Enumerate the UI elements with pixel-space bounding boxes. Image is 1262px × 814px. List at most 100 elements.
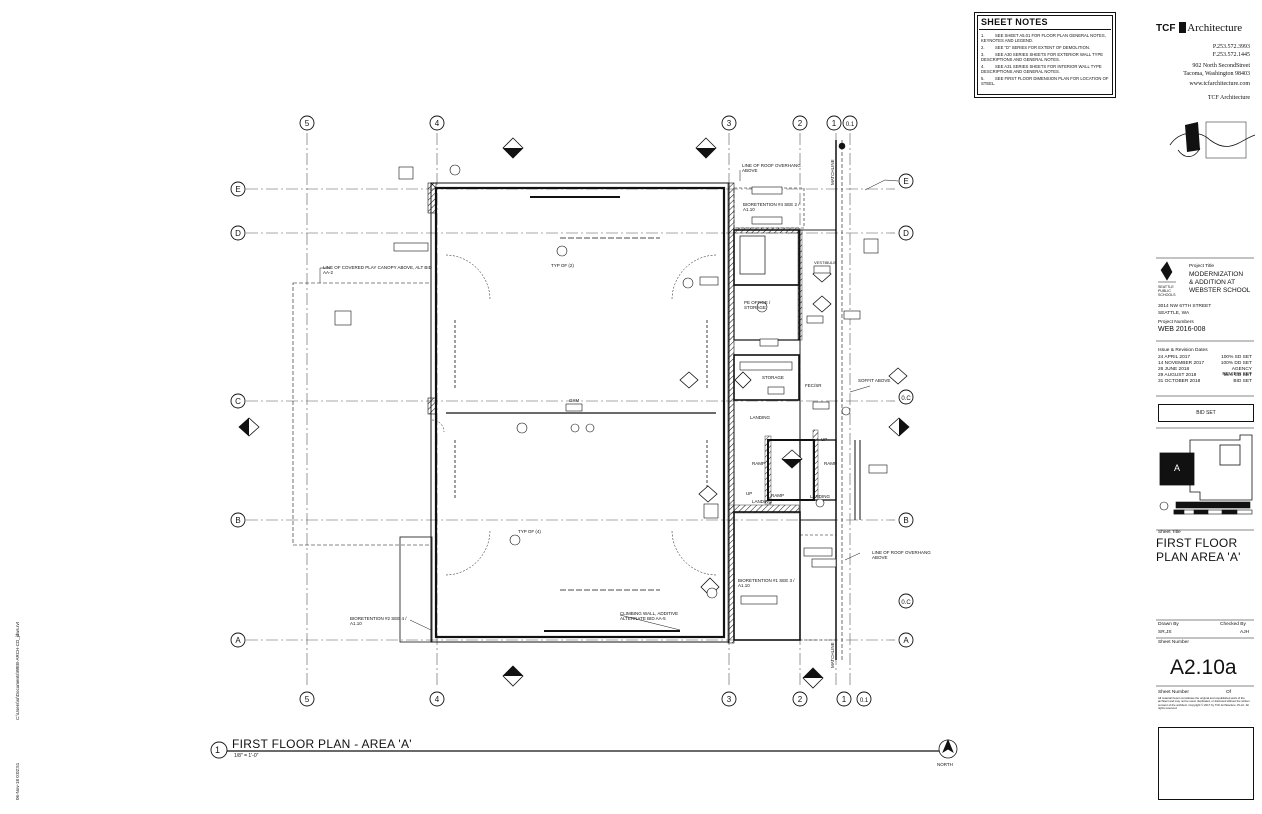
room-label-fec: FEC/SR (805, 383, 822, 388)
note-text: SEE "D" SERIES FOR EXTENT OF DEMOLITION. (995, 45, 1091, 50)
gym-walls (430, 182, 730, 643)
sheet-notes-box: SHEET NOTES 1.SEE SHEET A5.01 FOR FLOOR … (974, 12, 1116, 98)
firm-fax: F.253.572.1445 (1212, 52, 1250, 58)
drawing-title: FIRST FLOOR PLAN - AREA 'A' (232, 737, 412, 751)
firm-address-1: 902 North SecondStreet (1192, 63, 1250, 69)
room-label-ramp: RAMP (771, 493, 785, 498)
grid-row-label: D (235, 229, 241, 238)
grid-col-label: 0.1 (860, 698, 869, 704)
tag-boxes (334, 166, 888, 605)
sheet-note: 4.SEE A31 SERIES SHEETS FOR INTERIOR WAL… (981, 64, 1109, 74)
sheet-title-line: PLAN AREA 'A' (1156, 550, 1241, 564)
leader-lines (319, 170, 899, 631)
room-label-landing: LANDING (752, 499, 773, 504)
firm-logo: TCF Architecture (1156, 22, 1242, 34)
key-plan-area-label: A (1174, 463, 1181, 473)
note-number: 2. (981, 45, 985, 50)
revision-date: 14 NOVEMBER 2017 (1158, 361, 1205, 366)
circle-tags (449, 142, 851, 599)
grid-col-label: 2 (798, 119, 803, 128)
firm-tagline: TCF Architecture (1207, 95, 1250, 101)
marker-fills (239, 148, 909, 678)
sheet-notes-title: SHEET NOTES (981, 17, 1048, 27)
typ-of-2-note: TYP OF (2) (551, 263, 574, 268)
room-label-ramp: RAMP (824, 461, 838, 466)
revision-desc: 100% SD SET (1221, 355, 1252, 360)
bottom-title-block-box (1158, 727, 1254, 800)
grid-col-label: 4 (435, 695, 440, 704)
revision-date: 26 JUNE 2018 (1158, 367, 1190, 372)
grid-row-label: B (235, 516, 240, 525)
note-text: SEE FIRST FLOOR DIMENSION PLAN FOR LOCAT… (981, 76, 1109, 86)
notes-divider (979, 29, 1111, 30)
room-label-vestibule: VESTIBULE (814, 260, 837, 265)
project-address-2: SEATTLE, WA (1158, 311, 1190, 316)
drawing-number-bubble (210, 741, 228, 759)
project-address-1: 3014 NW 67TH STREET (1158, 304, 1212, 309)
room-label-gym: GYM (569, 398, 580, 403)
room-label-pe-office: PE OFFICE / STORAGE (744, 300, 771, 310)
basketball-hoops (454, 237, 708, 591)
grid-col-label: 0.1 (846, 122, 855, 128)
project-title-line: WEBSTER SCHOOL (1189, 287, 1251, 294)
north-arrow (938, 738, 958, 759)
revision-desc: 95% CD SET (1223, 373, 1252, 378)
revision-desc: AGENCY REVIEW SET (1222, 367, 1252, 377)
project-title-label: Project Title (1189, 264, 1215, 269)
bioretention-4-note: BIORETENTION #4 SEE 2 / A1.10 (743, 202, 800, 212)
revision-desc: BID SET (1233, 379, 1252, 384)
typ-of-4-note: TYP OF (4) (518, 529, 541, 534)
client-name: SEATTLE PUBLIC SCHOOLS (1158, 285, 1176, 297)
note-number: 1. (981, 33, 985, 38)
revision-date: 31 OCTOBER 2018 (1158, 379, 1201, 384)
grid-row-label: D (903, 229, 909, 238)
drawing-number: 1 (215, 745, 221, 755)
room-label-landing: LANDING (750, 415, 771, 420)
note-text: SEE A30 SERIES SHEETS FOR EXTERIOR WALL … (981, 52, 1104, 62)
sheet-note: 2. SEE "D" SERIES FOR EXTENT OF DEMOLITIO… (981, 45, 1109, 50)
project-title-line: & ADDITION AT (1189, 279, 1236, 286)
client-name-line: SEATTLE (1158, 285, 1174, 289)
north-label: NORTH (937, 762, 953, 767)
firm-phone: P.253.572.3993 (1212, 44, 1250, 50)
grid-col-label: 2 (798, 695, 803, 704)
roof-overhang-note-bottom: LINE OF ROOF OVERHANG ABOVE (872, 550, 931, 560)
grid-col-label: 3 (727, 695, 732, 704)
sheet-note: 1.SEE SHEET A5.01 FOR FLOOR PLAN GENERAL… (981, 33, 1109, 43)
note-number: 5. (981, 76, 985, 81)
note-number: 3. (981, 52, 985, 57)
architect-stamp (1169, 121, 1256, 159)
matchline-label-bottom: MATCHLINE (830, 642, 835, 668)
drawn-by-label: Drawn By (1158, 622, 1179, 627)
client-name-line: PUBLIC (1158, 289, 1171, 293)
bioretention-1-note: BIORETENTION #1 SEE 3 / A1.10 (738, 578, 795, 588)
bid-set-box: BID SET (1158, 404, 1254, 422)
grid-row-label: A (903, 636, 909, 645)
firm-website: www.tcfarchitecture.com (1189, 81, 1250, 87)
note-number: 4. (981, 64, 985, 69)
bioretention-2-note: BIORETENTION #2 SEE 4 / A1.10 (350, 616, 407, 626)
of-label: Of (1226, 690, 1232, 695)
grid-row-label: E (903, 177, 908, 186)
grid-col-label: 4 (435, 119, 440, 128)
room-label-landing: LANDING (810, 494, 831, 499)
drawn-by: SR,JS (1158, 630, 1172, 635)
firm-name-rest: Architecture (1187, 22, 1243, 34)
revisions-label: Issue & Revision Dates (1158, 348, 1208, 353)
sheet-title-line: FIRST FLOOR (1156, 536, 1238, 550)
graphic-scale (1159, 501, 1253, 515)
room-label-storage: STORAGE (762, 375, 784, 380)
project-numbers-label: Project Numbers (1158, 320, 1194, 325)
key-plan (1159, 434, 1253, 501)
copyright-notice: All material herein constitutes the orig… (1158, 696, 1250, 711)
grid-row-label: C (235, 397, 241, 406)
client-name-line: SCHOOLS (1158, 293, 1176, 297)
revision-date: 29 AUGUST 2018 (1158, 373, 1197, 378)
grid-col-label: 3 (727, 119, 732, 128)
grid-col-label: 1 (832, 119, 837, 128)
climbing-wall-note: CLIMBING WALL, ADDITIVE ALTERNATE BID AA… (620, 611, 679, 621)
firm-name-bold: TCF (1156, 23, 1176, 34)
checked-by-label: Checked By (1220, 622, 1246, 627)
title-block-lines (1156, 257, 1254, 687)
